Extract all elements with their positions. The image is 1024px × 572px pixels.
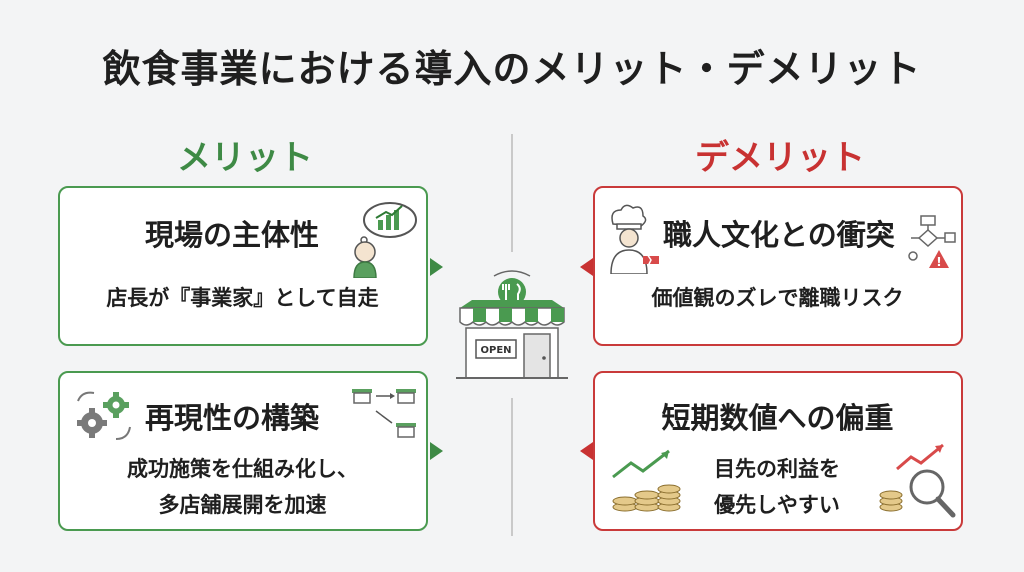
demerit-card-title: 職人文化との衝突 bbox=[663, 218, 895, 252]
demerit-card-short-term: 短期数値への偏重 目先の利益を 優先しやすい bbox=[593, 371, 963, 531]
page-title: 飲食事業における導入のメリット・デメリット bbox=[102, 47, 922, 91]
manager-thinking-growth-icon bbox=[353, 202, 417, 278]
magnifier-profit-icon bbox=[879, 443, 956, 518]
coins-growth-icon bbox=[612, 449, 681, 512]
demerit-card-culture-clash: 職人文化との衝突 価値観のズレで離職リスク ! bbox=[593, 186, 963, 346]
merit-card-body: 成功施策を仕組み化し、 多店舗展開を加速 bbox=[70, 451, 415, 523]
demerit-arrow-2 bbox=[580, 442, 593, 460]
merit-card-ownership: 現場の主体性 店長が『事業家』として自走 bbox=[58, 186, 428, 346]
merit-card-body: 店長が『事業家』として自走 bbox=[106, 286, 379, 310]
demerit-card-body: 価値観のズレで離職リスク bbox=[651, 286, 904, 310]
merit-card-reproducibility: 再現性の構築 成功施策を仕組み化し、 多店舗展開を加速 bbox=[58, 371, 428, 531]
flowchart-warning-icon: ! bbox=[908, 215, 956, 269]
merit-card-title: 再現性の構築 bbox=[145, 401, 320, 435]
demerit-card-body: 目先の利益を 優先しやすい bbox=[687, 451, 867, 523]
merit-arrow-1 bbox=[430, 258, 443, 276]
merit-card-body-line: 多店舗展開を加速 bbox=[158, 493, 327, 517]
center-divider-top bbox=[511, 134, 513, 252]
restaurant-store-icon: OPEN bbox=[456, 270, 568, 379]
demerit-card-body-line: 優先しやすい bbox=[714, 493, 840, 517]
chef-conflict-icon bbox=[610, 204, 659, 274]
demerit-arrow-1 bbox=[580, 258, 593, 276]
multi-store-expansion-icon bbox=[352, 389, 416, 438]
merit-heading: メリット bbox=[177, 138, 313, 178]
store-sign-text: OPEN bbox=[480, 345, 511, 356]
center-divider-bottom bbox=[511, 398, 513, 536]
demerit-card-body-line: 目先の利益を bbox=[714, 457, 840, 481]
merit-arrow-2 bbox=[430, 442, 443, 460]
merit-card-title: 現場の主体性 bbox=[145, 218, 320, 252]
merit-card-body-line: 成功施策を仕組み化し、 bbox=[127, 457, 358, 481]
demerit-heading: デメリット bbox=[695, 138, 865, 178]
gears-icon bbox=[77, 391, 131, 440]
demerit-card-title: 短期数値への偏重 bbox=[661, 401, 894, 435]
svg-text:!: ! bbox=[936, 255, 941, 269]
